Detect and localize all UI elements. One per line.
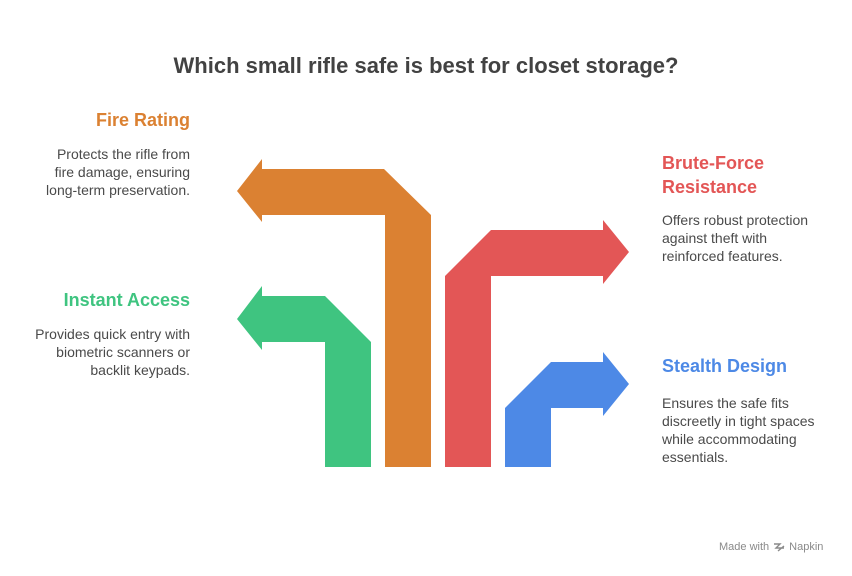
instant-access-bar xyxy=(325,342,371,467)
fire-rating-description: Protects the rifle from fire damage, ens… xyxy=(46,146,190,198)
footer-made-with: Made with xyxy=(719,541,770,553)
napkin-logo-icon xyxy=(773,542,785,552)
fire-rating-heading: Fire Rating xyxy=(95,110,190,130)
stealth-design-arrow xyxy=(505,352,629,416)
stealth-design-bar xyxy=(505,408,551,467)
fire-rating-bar xyxy=(385,215,431,467)
page-title: Which small rifle safe is best for close… xyxy=(173,53,679,78)
brute-force-resistance-description: Offers robust protection against theft w… xyxy=(662,212,809,264)
footer-brand: Napkin xyxy=(789,541,824,553)
instant-access-arrow xyxy=(237,286,371,350)
instant-access-description: Provides quick entry with biometric scan… xyxy=(35,326,190,378)
brute-force-resistance-arrow xyxy=(445,220,629,284)
brute-force-resistance-bar xyxy=(445,276,491,467)
footer: Made with Napkin xyxy=(719,541,823,553)
fire-rating-arrow xyxy=(237,159,431,222)
brute-force-resistance-heading: Brute-Force Resistance xyxy=(662,153,765,197)
stealth-design-heading: Stealth Design xyxy=(662,356,788,376)
instant-access-heading: Instant Access xyxy=(63,290,190,310)
stealth-design-description: Ensures the safe fits discreetly in tigh… xyxy=(662,395,815,465)
